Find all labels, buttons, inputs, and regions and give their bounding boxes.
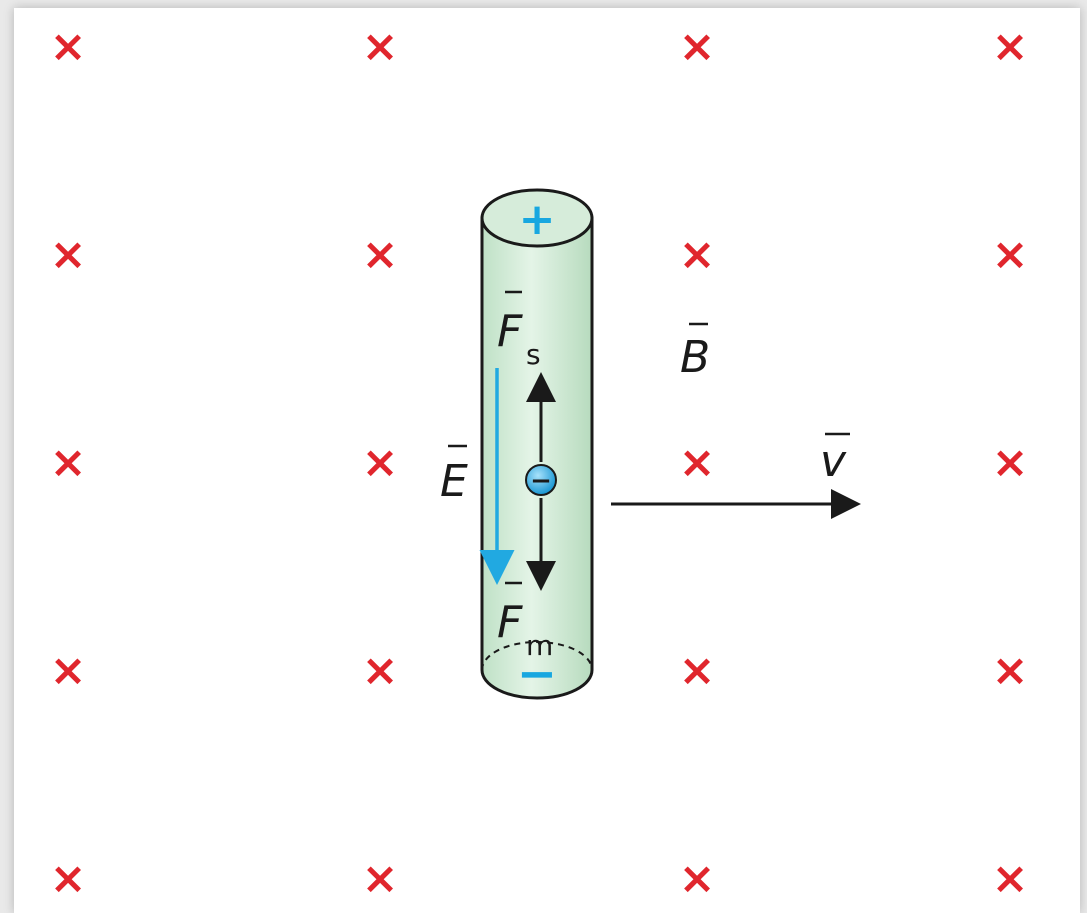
field-cross-icon: × <box>362 437 399 488</box>
field-cross-icon: × <box>992 853 1029 904</box>
label-velocity: v <box>820 432 850 487</box>
label-e-field: E <box>440 444 468 507</box>
electron-charge: − <box>530 466 552 496</box>
field-cross-icon: × <box>679 645 716 696</box>
label-force-s-subscript: s <box>526 338 541 371</box>
label-velocity-symbol: v <box>820 436 847 487</box>
field-cross-icon: × <box>50 229 87 280</box>
field-cross-icon: × <box>362 21 399 72</box>
electron-icon: − <box>525 464 557 496</box>
rod-top-charge: + <box>519 194 556 245</box>
label-b-field-symbol: B <box>680 332 710 383</box>
field-cross-icon: × <box>679 229 716 280</box>
label-force-m-symbol: F <box>497 597 523 648</box>
rod-bottom-edge-hidden <box>481 641 593 671</box>
rod-bottom-charge: − <box>517 646 557 702</box>
label-force-s: F s <box>497 290 541 371</box>
rod-top-face <box>480 188 594 248</box>
field-cross-icon: × <box>50 21 87 72</box>
field-cross-icon: × <box>679 437 716 488</box>
field-cross-icon: × <box>992 21 1029 72</box>
field-cross-icon: × <box>992 229 1029 280</box>
label-b-field: B <box>680 322 710 383</box>
field-cross-icon: × <box>362 645 399 696</box>
magnetic-field-crosses: × × × × × × × × × × × × × × × × × × × × <box>50 21 1029 904</box>
label-e-field-symbol: E <box>440 456 468 507</box>
label-force-m-subscript: m <box>526 629 553 662</box>
field-cross-icon: × <box>50 437 87 488</box>
field-cross-icon: × <box>50 853 87 904</box>
field-cross-icon: × <box>50 645 87 696</box>
field-cross-icon: × <box>992 645 1029 696</box>
field-cross-icon: × <box>679 853 716 904</box>
field-cross-icon: × <box>992 437 1029 488</box>
label-force-m: F m <box>497 581 553 662</box>
field-cross-icon: × <box>362 229 399 280</box>
label-force-s-symbol: F <box>497 306 523 357</box>
field-cross-icon: × <box>679 21 716 72</box>
field-cross-icon: × <box>362 853 399 904</box>
